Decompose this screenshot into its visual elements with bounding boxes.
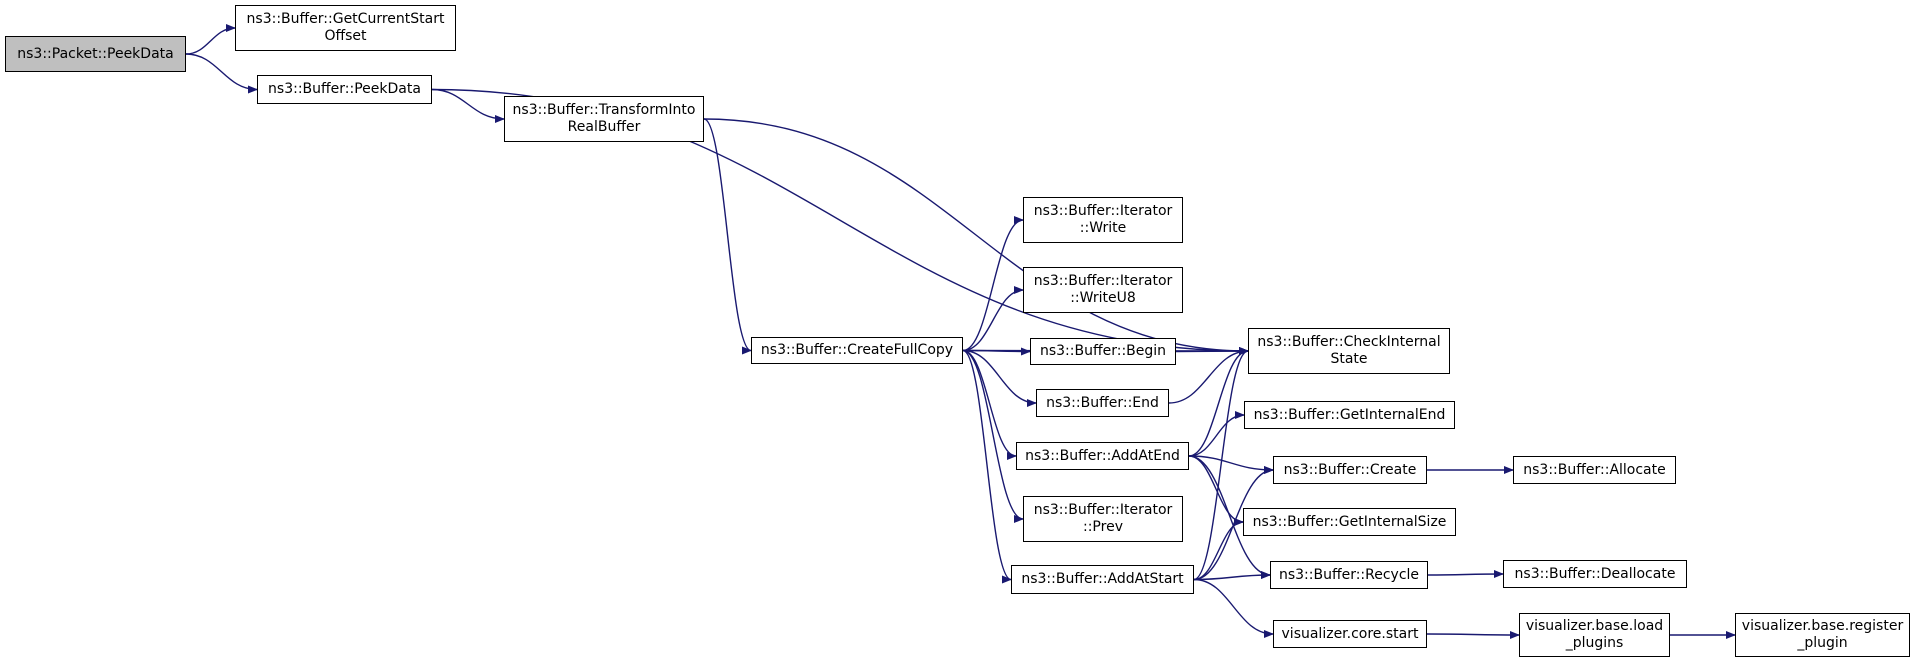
node-buffer-getinternalsize[interactable]: ns3::Buffer::GetInternalSize [1243, 508, 1456, 536]
edge-createfullcopy-to-begin [962, 347, 1031, 356]
edge-recycle-to-deallocate [1427, 570, 1504, 579]
node-visualizer-core-start[interactable]: visualizer.core.start [1273, 620, 1427, 648]
edge-createfullcopy-to-end [962, 349, 1037, 407]
node-label-line: ns3::Buffer::GetInternalSize [1252, 513, 1447, 530]
node-label-line: ::Prev [1083, 519, 1123, 535]
edge-addatend-to-create [1188, 455, 1274, 474]
node-label-line: Offset [324, 28, 367, 44]
edge-createfullcopy-to-iterator_write [962, 216, 1024, 352]
edge-createfullcopy-to-addatstart [962, 349, 1012, 584]
node-label-line: ns3::Buffer::CreateFullCopy [760, 342, 954, 358]
node-label-line: ::WriteU8 [1070, 290, 1136, 306]
edge-peekdata_buffer-to-transformintorealbuffer [431, 88, 505, 123]
node-label-line: visualizer.base.load [1525, 618, 1664, 634]
edge-end-to-checkinternalstate [1168, 347, 1249, 404]
node-label-line: ns3::Buffer::PeekData [268, 81, 421, 97]
node-label-line: ns3::Buffer::AddAtEnd [1025, 447, 1180, 464]
node-label-line: _plugins [1565, 635, 1624, 651]
node-label-line: ns3::Buffer::Create [1283, 461, 1417, 478]
edge-addatstart-to-visualizer_core_start [1193, 578, 1274, 638]
node-label-line: RealBuffer [567, 119, 641, 135]
edge-visualizer_core_start-to-load_plugins [1426, 630, 1520, 639]
node-label-line: ns3::Buffer::GetCurrentStart [246, 11, 445, 27]
node-label-line: ns3::Buffer::GetInternalEnd [1253, 406, 1446, 423]
edge-addatend-to-getinternalend [1188, 411, 1245, 457]
node-buffer-deallocate[interactable]: ns3::Buffer::Deallocate [1503, 560, 1687, 588]
edge-addatstart-to-checkinternalstate [1193, 347, 1249, 581]
node-visualizer-base-register-plugin[interactable]: visualizer.base.register_plugin [1735, 613, 1910, 657]
node-label-line: ns3::Buffer::CheckInternal [1257, 334, 1441, 350]
node-label-line: ns3::Buffer::Recycle [1278, 566, 1420, 583]
node-buffer-peekdata[interactable]: ns3::Buffer::PeekData [257, 75, 432, 104]
node-buffer-create[interactable]: ns3::Buffer::Create [1273, 456, 1427, 484]
node-buffer-addatstart[interactable]: ns3::Buffer::AddAtStart [1011, 565, 1194, 594]
edge-createfullcopy-to-iterator_prev [962, 349, 1024, 523]
edge-addatend-to-recycle [1188, 455, 1271, 579]
edge-addatstart-to-create [1193, 466, 1274, 581]
node-buffer-recycle[interactable]: ns3::Buffer::Recycle [1270, 561, 1428, 589]
node-buffer-iterator-write[interactable]: ns3::Buffer::Iterator::Write [1023, 197, 1183, 243]
edge-begin-to-checkinternalstate [1175, 347, 1249, 356]
node-buffer-iterator-prev[interactable]: ns3::Buffer::Iterator::Prev [1023, 496, 1183, 542]
edge-peekdata_packet-to-peekdata_buffer [185, 53, 258, 94]
node-label-line: ns3::Buffer::Begin [1039, 343, 1167, 359]
node-label-line: visualizer.base.register [1741, 618, 1904, 634]
node-label-line: ns3::Buffer::End [1046, 394, 1159, 411]
node-label-line: ns3::Buffer::Iterator [1033, 273, 1173, 289]
edge-createfullcopy-to-iterator_writeu8 [962, 286, 1024, 352]
node-label-line: ns3::Buffer::AddAtStart [1021, 571, 1184, 587]
node-buffer-createfullcopy[interactable]: ns3::Buffer::CreateFullCopy [751, 337, 963, 364]
edge-peekdata_packet-to-getcurrentstartoffset [185, 24, 236, 55]
node-buffer-allocate[interactable]: ns3::Buffer::Allocate [1513, 456, 1676, 484]
edge-transformintorealbuffer-to-createfullcopy [703, 118, 752, 355]
node-buffer-iterator-writeu8[interactable]: ns3::Buffer::Iterator::WriteU8 [1023, 267, 1183, 313]
node-buffer-begin[interactable]: ns3::Buffer::Begin [1030, 338, 1176, 365]
node-label-line: ns3::Buffer::TransformInto [512, 102, 696, 118]
node-label-line: _plugin [1797, 635, 1848, 651]
edge-addatend-to-checkinternalstate [1188, 347, 1249, 457]
node-label-line: State [1330, 351, 1368, 367]
edge-addatstart-to-recycle [1193, 571, 1271, 581]
edge-createfullcopy-to-addatend [962, 349, 1017, 460]
node-buffer-addatend[interactable]: ns3::Buffer::AddAtEnd [1016, 442, 1189, 470]
node-label-line: ns3::Packet::PeekData [17, 45, 174, 62]
node-visualizer-base-load-plugins[interactable]: visualizer.base.load_plugins [1519, 613, 1670, 657]
node-label-line: ns3::Buffer::Iterator [1033, 502, 1173, 518]
node-label-line: ns3::Buffer::Iterator [1033, 203, 1173, 219]
node-label-line: ns3::Buffer::Deallocate [1514, 565, 1676, 582]
node-label-line: ns3::Buffer::Allocate [1523, 461, 1666, 478]
edge-addatstart-to-getinternalsize [1193, 518, 1244, 581]
node-packet-peekdata[interactable]: ns3::Packet::PeekData [5, 36, 186, 72]
node-label-line: ::Write [1079, 220, 1127, 236]
node-buffer-getinternalend[interactable]: ns3::Buffer::GetInternalEnd [1244, 401, 1455, 429]
node-buffer-end[interactable]: ns3::Buffer::End [1036, 389, 1169, 417]
edge-addatend-to-getinternalsize [1188, 455, 1244, 526]
node-label-line: visualizer.core.start [1281, 625, 1419, 642]
